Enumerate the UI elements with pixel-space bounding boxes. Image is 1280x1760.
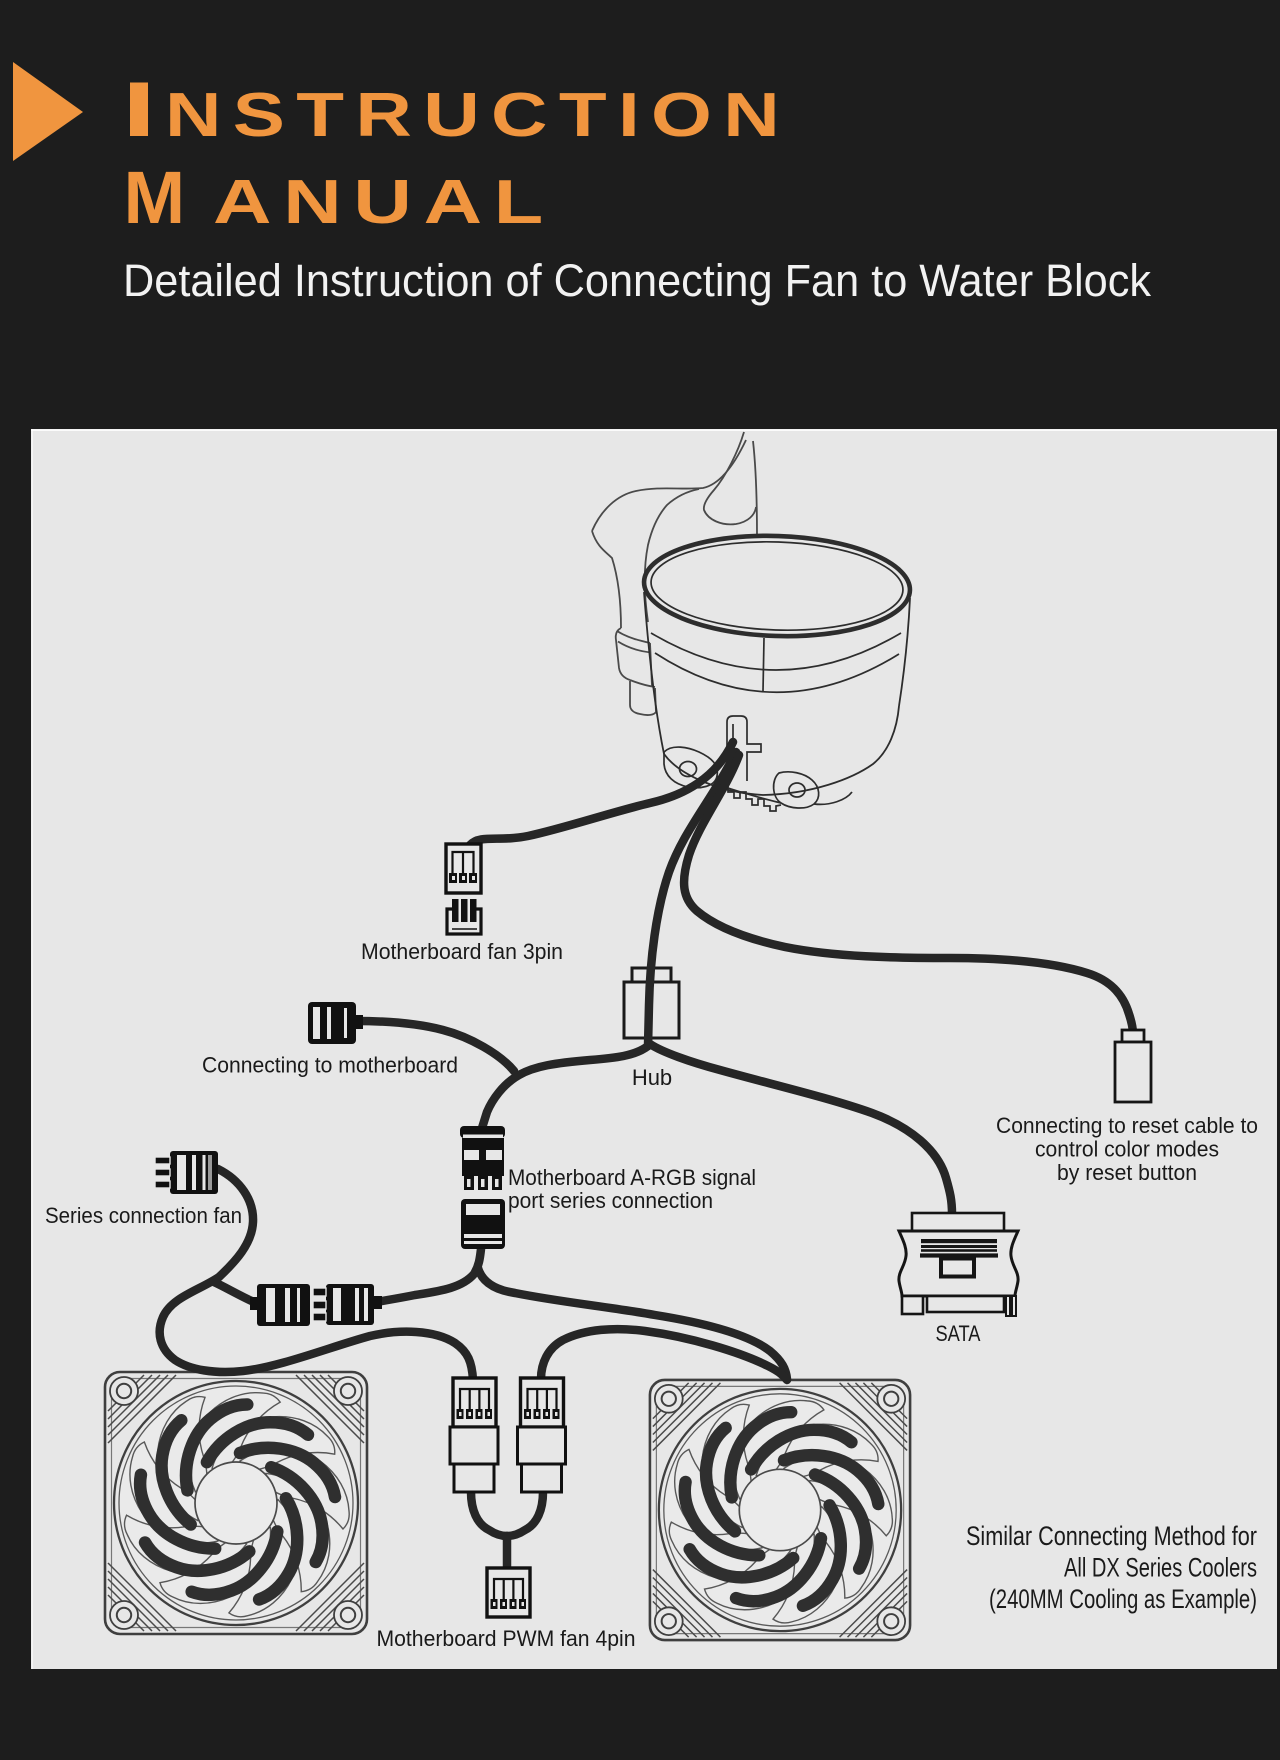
svg-text:by reset button: by reset button	[1057, 1160, 1197, 1185]
svg-text:SATA: SATA	[936, 1321, 981, 1346]
svg-text:port series connection: port series connection	[508, 1188, 713, 1213]
svg-text:ANUAL: ANUAL	[213, 168, 555, 237]
svg-text:Motherboard PWM fan 4pin: Motherboard PWM fan 4pin	[377, 1626, 636, 1651]
svg-text:(240MM Cooling as Example): (240MM Cooling as Example)	[989, 1584, 1257, 1614]
svg-text:Motherboard A-RGB signal: Motherboard A-RGB signal	[508, 1165, 756, 1190]
svg-text:control color modes: control color modes	[1035, 1137, 1219, 1162]
svg-text:Similar Connecting Method for: Similar Connecting Method for	[966, 1521, 1257, 1551]
svg-text:Connecting to reset cable to: Connecting to reset cable to	[996, 1113, 1258, 1138]
svg-text:All DX Series Coolers: All DX Series Coolers	[1064, 1553, 1257, 1583]
svg-text:Motherboard fan 3pin: Motherboard fan 3pin	[361, 939, 563, 964]
svg-text:Hub: Hub	[632, 1065, 672, 1090]
svg-text:Detailed Instruction of Connec: Detailed Instruction of Connecting Fan t…	[123, 255, 1151, 306]
svg-text:Connecting to motherboard: Connecting to motherboard	[202, 1053, 458, 1078]
svg-text:Series connection fan: Series connection fan	[45, 1203, 242, 1228]
svg-text:NSTRUCTION: NSTRUCTION	[165, 81, 791, 150]
svg-text:M: M	[124, 156, 186, 239]
